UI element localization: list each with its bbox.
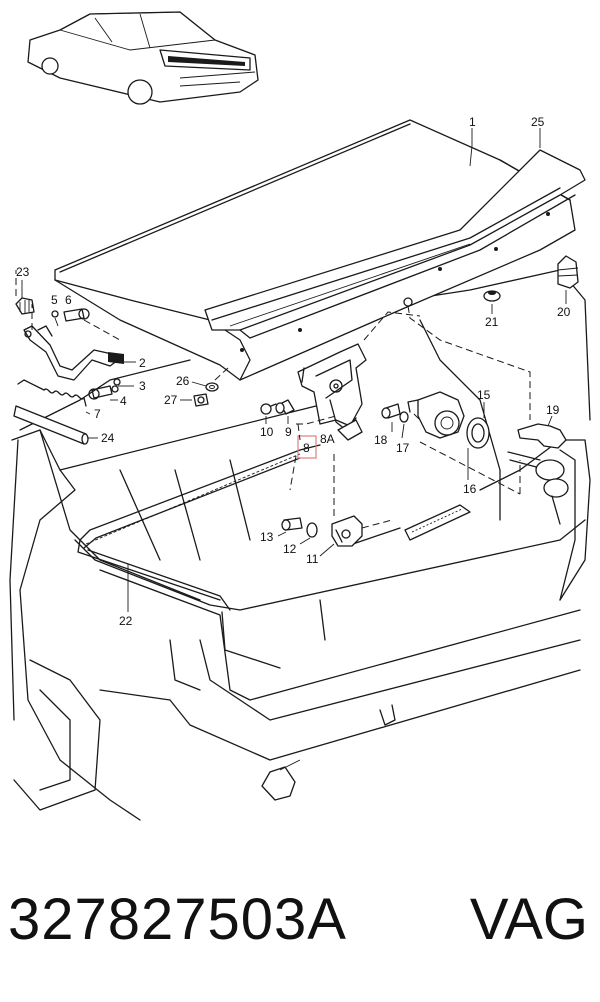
bolt-13	[281, 517, 303, 531]
bolt-10	[260, 403, 277, 415]
key-19	[517, 423, 567, 449]
callout-3: 3	[139, 379, 146, 393]
rear-spoiler	[204, 149, 586, 339]
washer-26	[205, 382, 219, 392]
bracket-8a	[337, 419, 363, 441]
callout-22: 22	[119, 614, 133, 628]
spring-clip-5	[51, 310, 59, 327]
buffer-20	[557, 255, 579, 289]
callout-27: 27	[164, 393, 178, 407]
callout-13: 13	[260, 530, 274, 544]
rod-24	[13, 405, 89, 445]
bolt-6	[63, 308, 90, 322]
lock-8	[297, 343, 367, 431]
callout-20: 20	[557, 305, 571, 319]
callout-2: 2	[139, 356, 146, 370]
parts-diagram: 1 25 23 5 6 2 3 4 7 24 26 27 9 10 8 8A 1…	[9, 11, 591, 821]
callout-25: 25	[531, 115, 545, 129]
callout-5: 5	[51, 293, 58, 307]
callout-26: 26	[176, 374, 190, 388]
callout-21: 21	[485, 315, 499, 329]
callout-8a: 8A	[320, 432, 335, 446]
hinge-2	[23, 325, 124, 381]
callout-18: 18	[374, 433, 388, 447]
callout-23: 23	[16, 265, 30, 279]
washer-12	[306, 522, 318, 538]
callout-9: 9	[285, 425, 292, 439]
bolt-9	[275, 399, 295, 415]
trunk-lid	[54, 119, 576, 381]
brand-label: VAG	[469, 887, 588, 952]
callout-labels: 1 25 23 5 6 2 3 4 7 24 26 27 9 10 8 8A 1…	[16, 115, 571, 628]
callout-1: 1	[469, 115, 476, 129]
callout-24: 24	[101, 431, 115, 445]
bolt-4	[88, 385, 113, 400]
callout-6: 6	[65, 293, 72, 307]
callout-8: 8	[303, 441, 310, 455]
car-thumbnail	[27, 11, 259, 105]
callout-10: 10	[260, 425, 274, 439]
callout-19: 19	[546, 403, 560, 417]
part-number: 327827503A	[8, 887, 347, 952]
striker-11	[331, 515, 363, 547]
seal-15	[466, 417, 490, 449]
highlight-box	[297, 435, 317, 459]
callout-15: 15	[477, 388, 491, 402]
keys-bunch	[507, 451, 569, 525]
washer-3	[111, 378, 121, 393]
washer-17	[399, 411, 409, 423]
callout-7: 7	[94, 407, 101, 421]
bolt-18	[381, 403, 401, 419]
buffer-23	[15, 297, 35, 315]
lock-cylinder-16	[407, 391, 465, 439]
grommet-21	[483, 290, 501, 302]
callout-17: 17	[396, 441, 410, 455]
dashed-guides	[15, 270, 531, 529]
callout-11: 11	[306, 552, 319, 566]
leader-lines	[21, 128, 567, 612]
callout-4: 4	[120, 394, 127, 408]
torsion-spring-7	[17, 379, 87, 407]
nut-27	[193, 393, 209, 407]
callout-16: 16	[463, 482, 477, 496]
callout-12: 12	[283, 542, 297, 556]
